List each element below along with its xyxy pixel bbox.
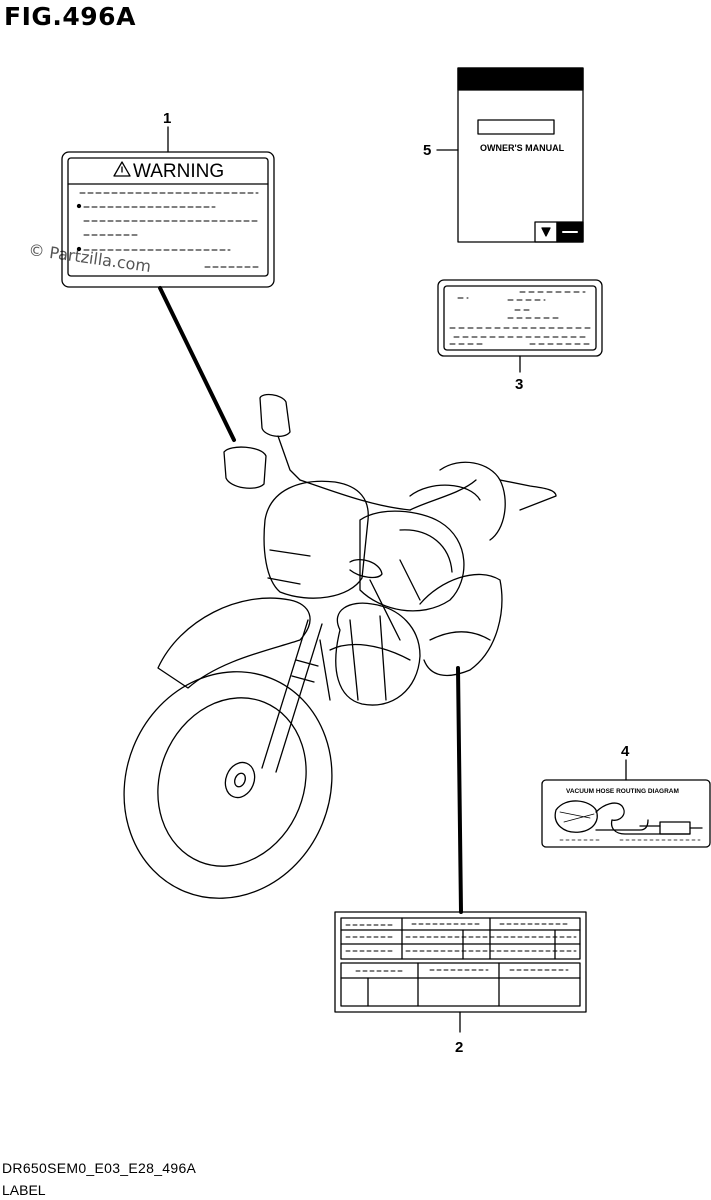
motorcycle-drawing (123, 393, 557, 899)
warning-label-text: WARNING (133, 161, 224, 182)
owners-manual-text: OWNER'S MANUAL (480, 143, 565, 153)
callout-4: 4 (621, 743, 630, 760)
callout-2: 2 (455, 1039, 463, 1056)
figure-name: LABEL (2, 1182, 46, 1198)
callout-5: 5 (423, 142, 431, 159)
spec-table-label (334, 911, 587, 1013)
leader-lines (158, 126, 627, 1033)
vacuum-hose-label-text: VACUUM HOSE ROUTING DIAGRAM (566, 788, 679, 795)
callout-1: 1 (163, 110, 171, 127)
figure-code: DR650SEM0_E03_E28_496A (2, 1160, 197, 1176)
callout-3: 3 (515, 376, 523, 393)
warning-label (61, 151, 275, 288)
info-label-3 (437, 279, 603, 357)
owners-manual (457, 67, 584, 243)
figure-title: FIG.496A (4, 2, 136, 31)
